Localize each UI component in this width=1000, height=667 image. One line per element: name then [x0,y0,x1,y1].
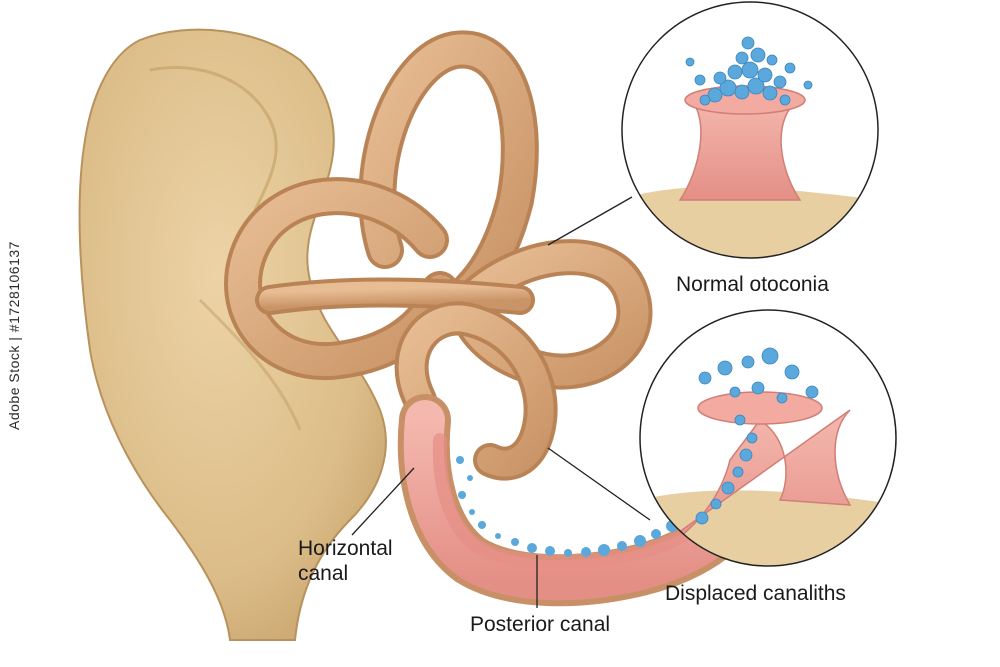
stock-watermark: Adobe Stock | #1728106137 [6,241,22,430]
leader-lines [351,196,651,608]
displaced-crystals [695,347,819,525]
bone-ridge [198,298,302,431]
label-posterior-canal: Posterior canal [470,613,611,636]
label-displaced-canaliths: Displaced canaliths [665,582,846,605]
label-horizontal-canal: Horizontal canal [298,537,393,585]
label-normal-otoconia: Normal otoconia [676,273,829,296]
otoconia-cluster [685,36,813,106]
bone-ridge [149,65,278,211]
